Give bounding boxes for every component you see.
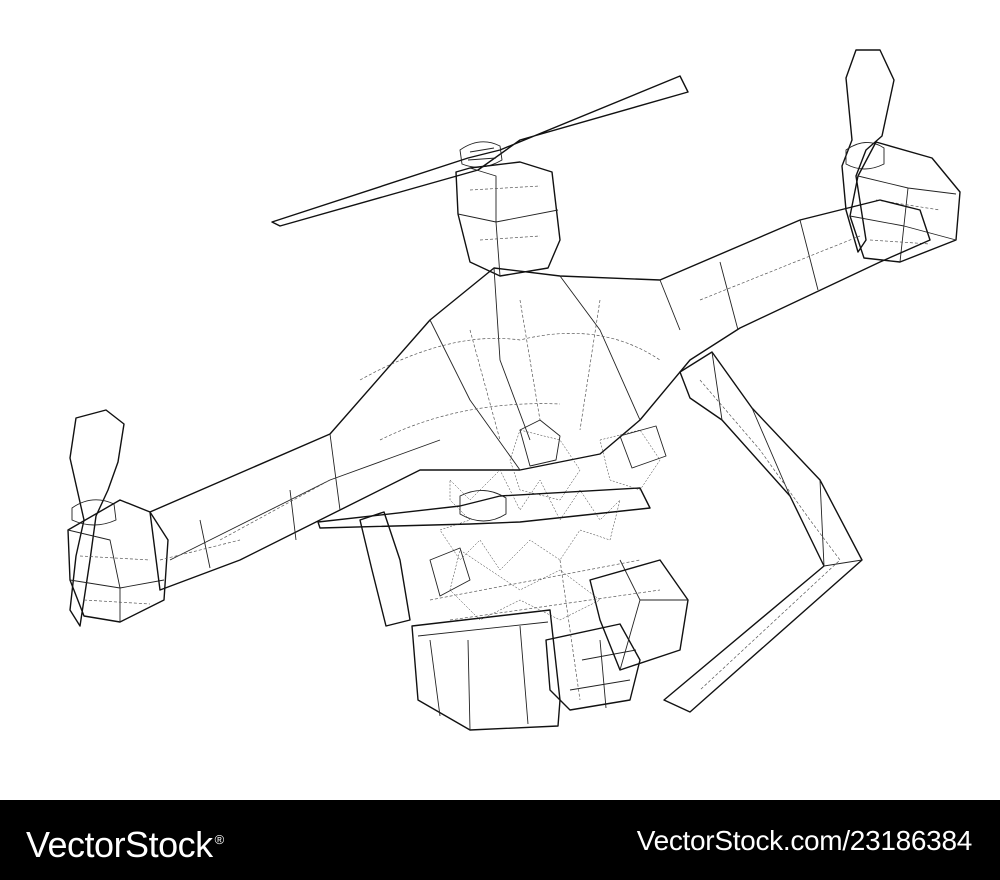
drone-body [149, 199, 931, 591]
registered-mark: ® [214, 832, 225, 847]
image-id-url: VectorStock.com/23186384 [636, 825, 973, 856]
left-motor-pod [67, 499, 169, 623]
hub-mechanism [429, 419, 667, 621]
left-propeller [69, 409, 125, 627]
brand-name: VectorStock [26, 824, 213, 865]
right-motor-pod [849, 141, 961, 263]
gimbal-camera [411, 559, 689, 731]
landing-gear [359, 351, 863, 713]
top-motor-pod [455, 161, 561, 277]
watermark-bar: VectorStock® VectorStock.com/23186384 [0, 800, 1000, 880]
top-propeller [271, 75, 689, 227]
right-propeller [841, 49, 895, 253]
drone-drawing [67, 49, 961, 731]
front-propeller [317, 487, 651, 529]
vectorstock-logo: VectorStock® [26, 818, 224, 867]
drone-wireframe-illustration [67, 49, 961, 731]
